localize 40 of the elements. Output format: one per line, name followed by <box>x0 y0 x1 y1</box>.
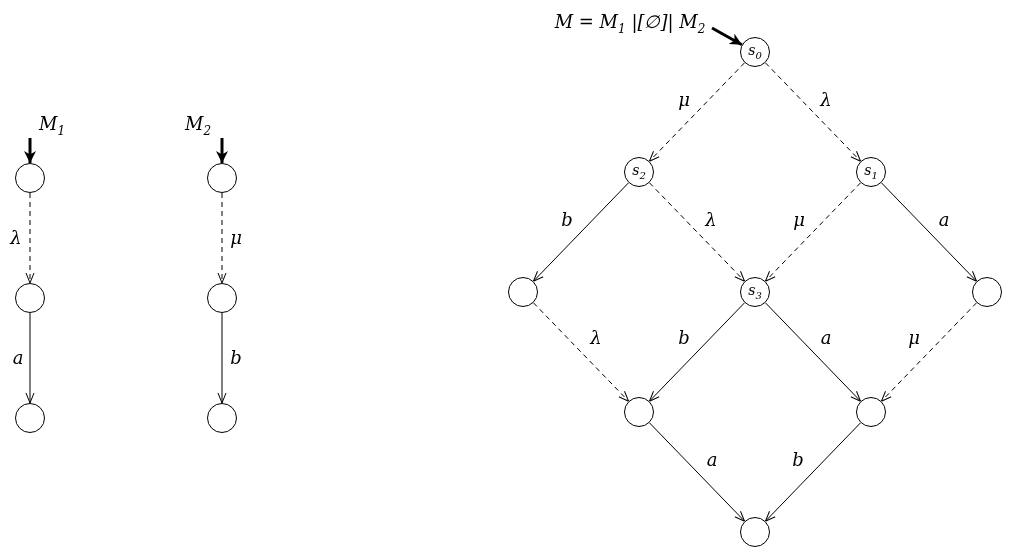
state-circle <box>972 277 1002 307</box>
arrow <box>25 312 35 404</box>
arrow <box>880 182 978 282</box>
arrow <box>648 422 746 522</box>
state-circle <box>624 397 654 427</box>
state-circle <box>207 163 237 193</box>
arrow <box>648 182 746 282</box>
state-circle <box>624 157 654 187</box>
arrow <box>880 302 978 402</box>
state-label: s$_{2}$ <box>632 163 646 181</box>
state-circle <box>15 403 45 433</box>
state-circle <box>740 517 770 547</box>
state-circle <box>740 277 770 307</box>
state-circle <box>207 283 237 313</box>
arrow <box>217 312 227 404</box>
arrow <box>532 182 630 282</box>
state-label: s$_{0}$ <box>748 43 762 61</box>
arrow <box>217 192 227 284</box>
state-circle <box>508 277 538 307</box>
arrow <box>648 302 746 402</box>
state-label: s$_{3}$ <box>748 283 762 301</box>
state-circle <box>856 397 886 427</box>
state-circle <box>15 283 45 313</box>
arrow <box>711 26 743 46</box>
arrow <box>764 422 862 522</box>
arrow <box>648 62 746 162</box>
state-circle <box>15 163 45 193</box>
state-circle <box>856 157 886 187</box>
state-circle <box>740 37 770 67</box>
arrow <box>764 302 862 402</box>
arrow <box>764 62 862 162</box>
edge-label: M$_{2}$ <box>182 114 214 138</box>
state-circle <box>207 403 237 433</box>
arrow <box>764 182 862 282</box>
arrow <box>532 302 630 402</box>
arrow <box>24 138 36 163</box>
arrow <box>25 192 35 284</box>
arrow <box>216 138 228 163</box>
state-label: s$_{1}$ <box>864 163 878 181</box>
edge-label: M = M$_{1}$ |[∅]| M$_{2}$ <box>552 12 708 36</box>
